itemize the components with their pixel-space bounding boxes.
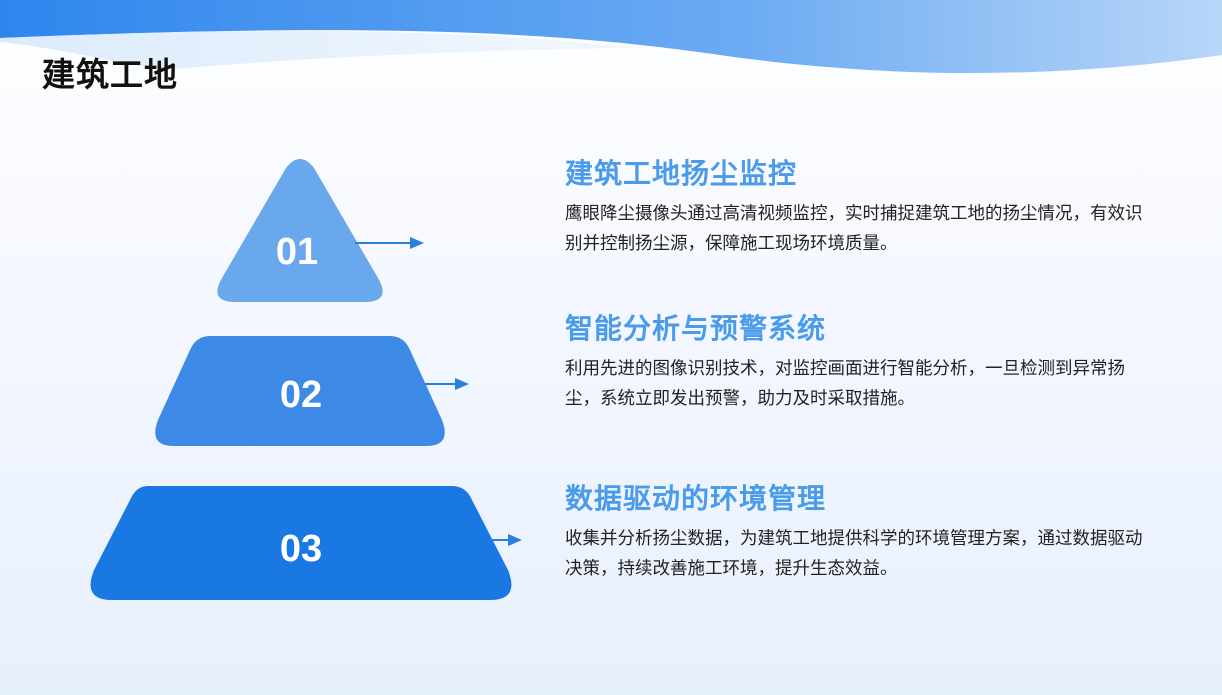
pyramid-tier-3 <box>90 486 512 600</box>
tier-number-01: 01 <box>276 231 318 273</box>
item-data-driven-management: 数据驱动的环境管理 收集并分析扬尘数据，为建筑工地提供科学的环境管理方案，通过数… <box>565 482 1165 584</box>
page-title: 建筑工地 <box>42 55 178 94</box>
item-description: 利用先进的图像识别技术，对监控画面进行智能分析，一旦检测到异常扬尘，系统立即发出… <box>565 358 1125 409</box>
pyramid-diagram: 01 02 03 <box>90 159 522 600</box>
item-title: 建筑工地扬尘监控 <box>565 157 798 190</box>
pyramid-tier-2 <box>155 336 445 446</box>
header-wave <box>0 0 1222 74</box>
item-title: 数据驱动的环境管理 <box>565 482 827 515</box>
tier-number-03: 03 <box>280 528 322 570</box>
item-dust-monitoring: 建筑工地扬尘监控 鹰眼降尘摄像头通过高清视频监控，实时捕捉建筑工地的扬尘情况，有… <box>565 157 1165 259</box>
item-description: 收集并分析扬尘数据，为建筑工地提供科学的环境管理方案，通过数据驱动决策，持续改善… <box>565 528 1143 579</box>
pyramid-tier-1 <box>217 159 383 302</box>
item-smart-analysis: 智能分析与预警系统 利用先进的图像识别技术，对监控画面进行智能分析，一旦检测到异… <box>565 312 1165 414</box>
item-description: 鹰眼降尘摄像头通过高清视频监控，实时捕捉建筑工地的扬尘情况，有效识别并控制扬尘源… <box>565 203 1143 254</box>
tier-number-02: 02 <box>280 374 322 416</box>
item-title: 智能分析与预警系统 <box>565 312 827 345</box>
